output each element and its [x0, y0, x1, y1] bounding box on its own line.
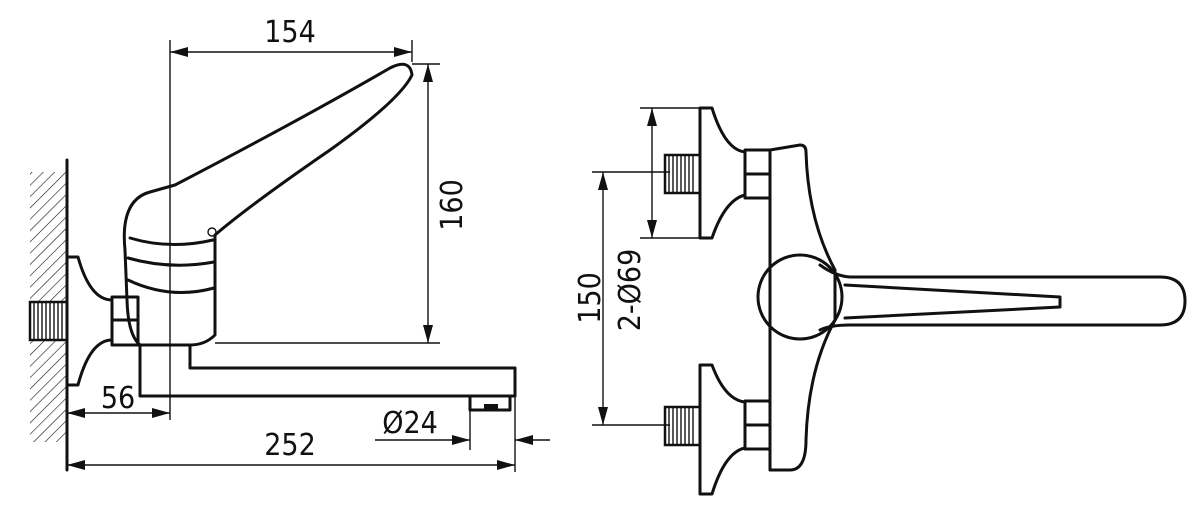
- dim-154: 154: [264, 15, 316, 50]
- side-view: [28, 62, 517, 472]
- dim-2-o69: 2-Ø69: [613, 249, 648, 332]
- escutcheon: [65, 255, 114, 387]
- body: [768, 143, 837, 472]
- dim-160: 160: [435, 179, 470, 231]
- front-view: [663, 106, 1187, 496]
- lever-and-body: [122, 62, 414, 347]
- front-dimensions: 2-Ø69 150: [573, 107, 700, 426]
- handle-hub: [756, 253, 844, 341]
- spout: [138, 343, 517, 398]
- threaded-inlet: [28, 300, 69, 342]
- dim-56: 56: [101, 381, 135, 416]
- dim-o24: Ø24: [382, 406, 438, 441]
- lower-inlet: [663, 363, 772, 496]
- dim-252: 252: [264, 428, 316, 463]
- upper-inlet: [663, 106, 772, 240]
- lever-handle: [818, 263, 1187, 332]
- side-dimensions: 154 160 56 252 Ø24: [67, 15, 550, 472]
- dim-150: 150: [573, 272, 608, 324]
